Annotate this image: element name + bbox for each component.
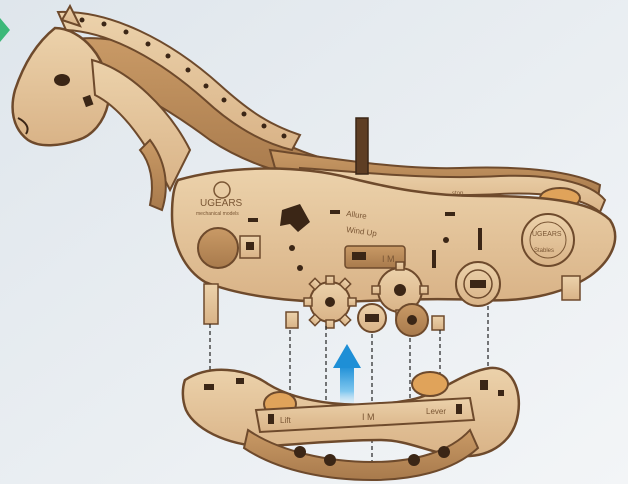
svg-text:UGEARS: UGEARS	[532, 231, 562, 238]
svg-text:stop: stop	[452, 191, 464, 197]
svg-text:UGEARS: UGEARS	[200, 198, 243, 209]
svg-text:Stables: Stables	[534, 248, 554, 254]
svg-text:I M: I M	[362, 412, 375, 422]
svg-text:Lever: Lever	[426, 407, 446, 416]
ugears-seal: UGEARS Stables	[522, 214, 574, 266]
svg-text:mechanical models: mechanical models	[196, 211, 239, 217]
svg-text:I M: I M	[382, 254, 395, 264]
svg-text:Lift: Lift	[280, 416, 291, 425]
right-hub	[456, 262, 500, 306]
